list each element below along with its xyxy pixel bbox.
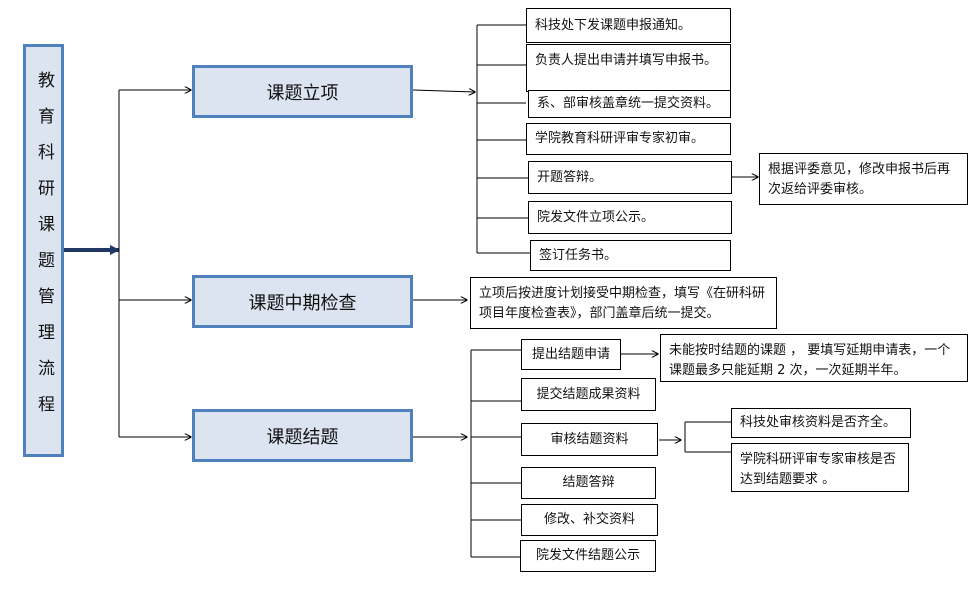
closing-step-6: 院发文件结题公示	[520, 540, 656, 572]
closing-review-note-text: 学院科研评审专家审核是否达到结题要求 。	[740, 452, 897, 487]
arrow-approval-to-steps	[412, 90, 475, 92]
closing-step-text: 审核结题资料	[550, 431, 629, 447]
approval-step-5: 开题答辩。	[528, 161, 732, 194]
stage-midterm-label: 课题中期检查	[248, 292, 357, 314]
closing-step-text: 提交结题成果资料	[536, 386, 641, 402]
approval-step-text: 学院教育科研评审专家初审。	[535, 131, 705, 146]
closing-step-1: 提出结题申请	[521, 339, 621, 370]
approval-step-1: 科技处下发课题申报通知。	[526, 8, 731, 43]
closing-step-4: 结题答辩	[521, 467, 656, 499]
root-title-box: 教育科研课题管理流程	[23, 44, 64, 457]
midterm-note-text: 立项后按进度计划接受中期检查，填写《在研科研项目年度检查表》，部门盖章后统一提交…	[479, 286, 766, 321]
approval-step-text: 系、部审核盖章统一提交资料。	[537, 96, 720, 111]
approval-step-6: 院发文件立项公示。	[528, 201, 732, 234]
root-title: 教育科研课题管理流程	[34, 70, 54, 431]
stage-approval-label: 课题立项	[266, 82, 339, 104]
stage-approval: 课题立项	[192, 65, 413, 118]
approval-step-4: 学院教育科研评审专家初审。	[526, 123, 731, 155]
closing-review-note-1: 科技处审核资料是否齐全。	[731, 408, 911, 438]
stage-closing-label: 课题结题	[266, 426, 339, 448]
approval-step-2: 负责人提出申请并填写申报书。	[526, 44, 731, 92]
approval-step-text: 院发文件立项公示。	[537, 209, 655, 225]
approval-defense-note: 根据评委意见，修改申报书后再次返给评委审核。	[759, 153, 968, 205]
approval-defense-note-text: 根据评委意见，修改申报书后再次返给评委审核。	[768, 162, 951, 197]
midterm-note: 立项后按进度计划接受中期检查，填写《在研科研项目年度检查表》，部门盖章后统一提交…	[470, 277, 777, 329]
closing-step-5: 修改、补交资料	[521, 504, 658, 536]
closing-review-note-2: 学院科研评审专家审核是否达到结题要求 。	[731, 443, 909, 492]
approval-step-text: 科技处下发课题申报通知。	[535, 17, 692, 33]
closing-step-2: 提交结题成果资料	[521, 378, 656, 411]
closing-apply-note-text: 未能按时结题的课题 ， 要填写延期申请表，一个课题最多只能延期 2 次，一次延期…	[669, 343, 951, 378]
stage-closing: 课题结题	[192, 409, 413, 462]
closing-apply-note: 未能按时结题的课题 ， 要填写延期申请表，一个课题最多只能延期 2 次，一次延期…	[660, 334, 968, 382]
approval-step-7: 签订任务书。	[530, 240, 731, 271]
closing-step-text: 结题答辩	[562, 475, 615, 490]
approval-step-text: 开题答辩。	[537, 169, 603, 185]
closing-step-text: 修改、补交资料	[543, 512, 635, 527]
approval-step-3: 系、部审核盖章统一提交资料。	[528, 90, 731, 118]
closing-review-note-text: 科技处审核资料是否齐全。	[740, 415, 897, 430]
approval-step-text: 负责人提出申请并填写申报书。	[535, 53, 718, 68]
closing-step-text: 提出结题申请	[531, 346, 610, 362]
closing-step-text: 院发文件结题公示	[535, 548, 640, 563]
closing-step-3: 审核结题资料	[521, 423, 658, 456]
approval-step-text: 签订任务书。	[539, 247, 618, 263]
stage-midterm: 课题中期检查	[192, 275, 413, 328]
